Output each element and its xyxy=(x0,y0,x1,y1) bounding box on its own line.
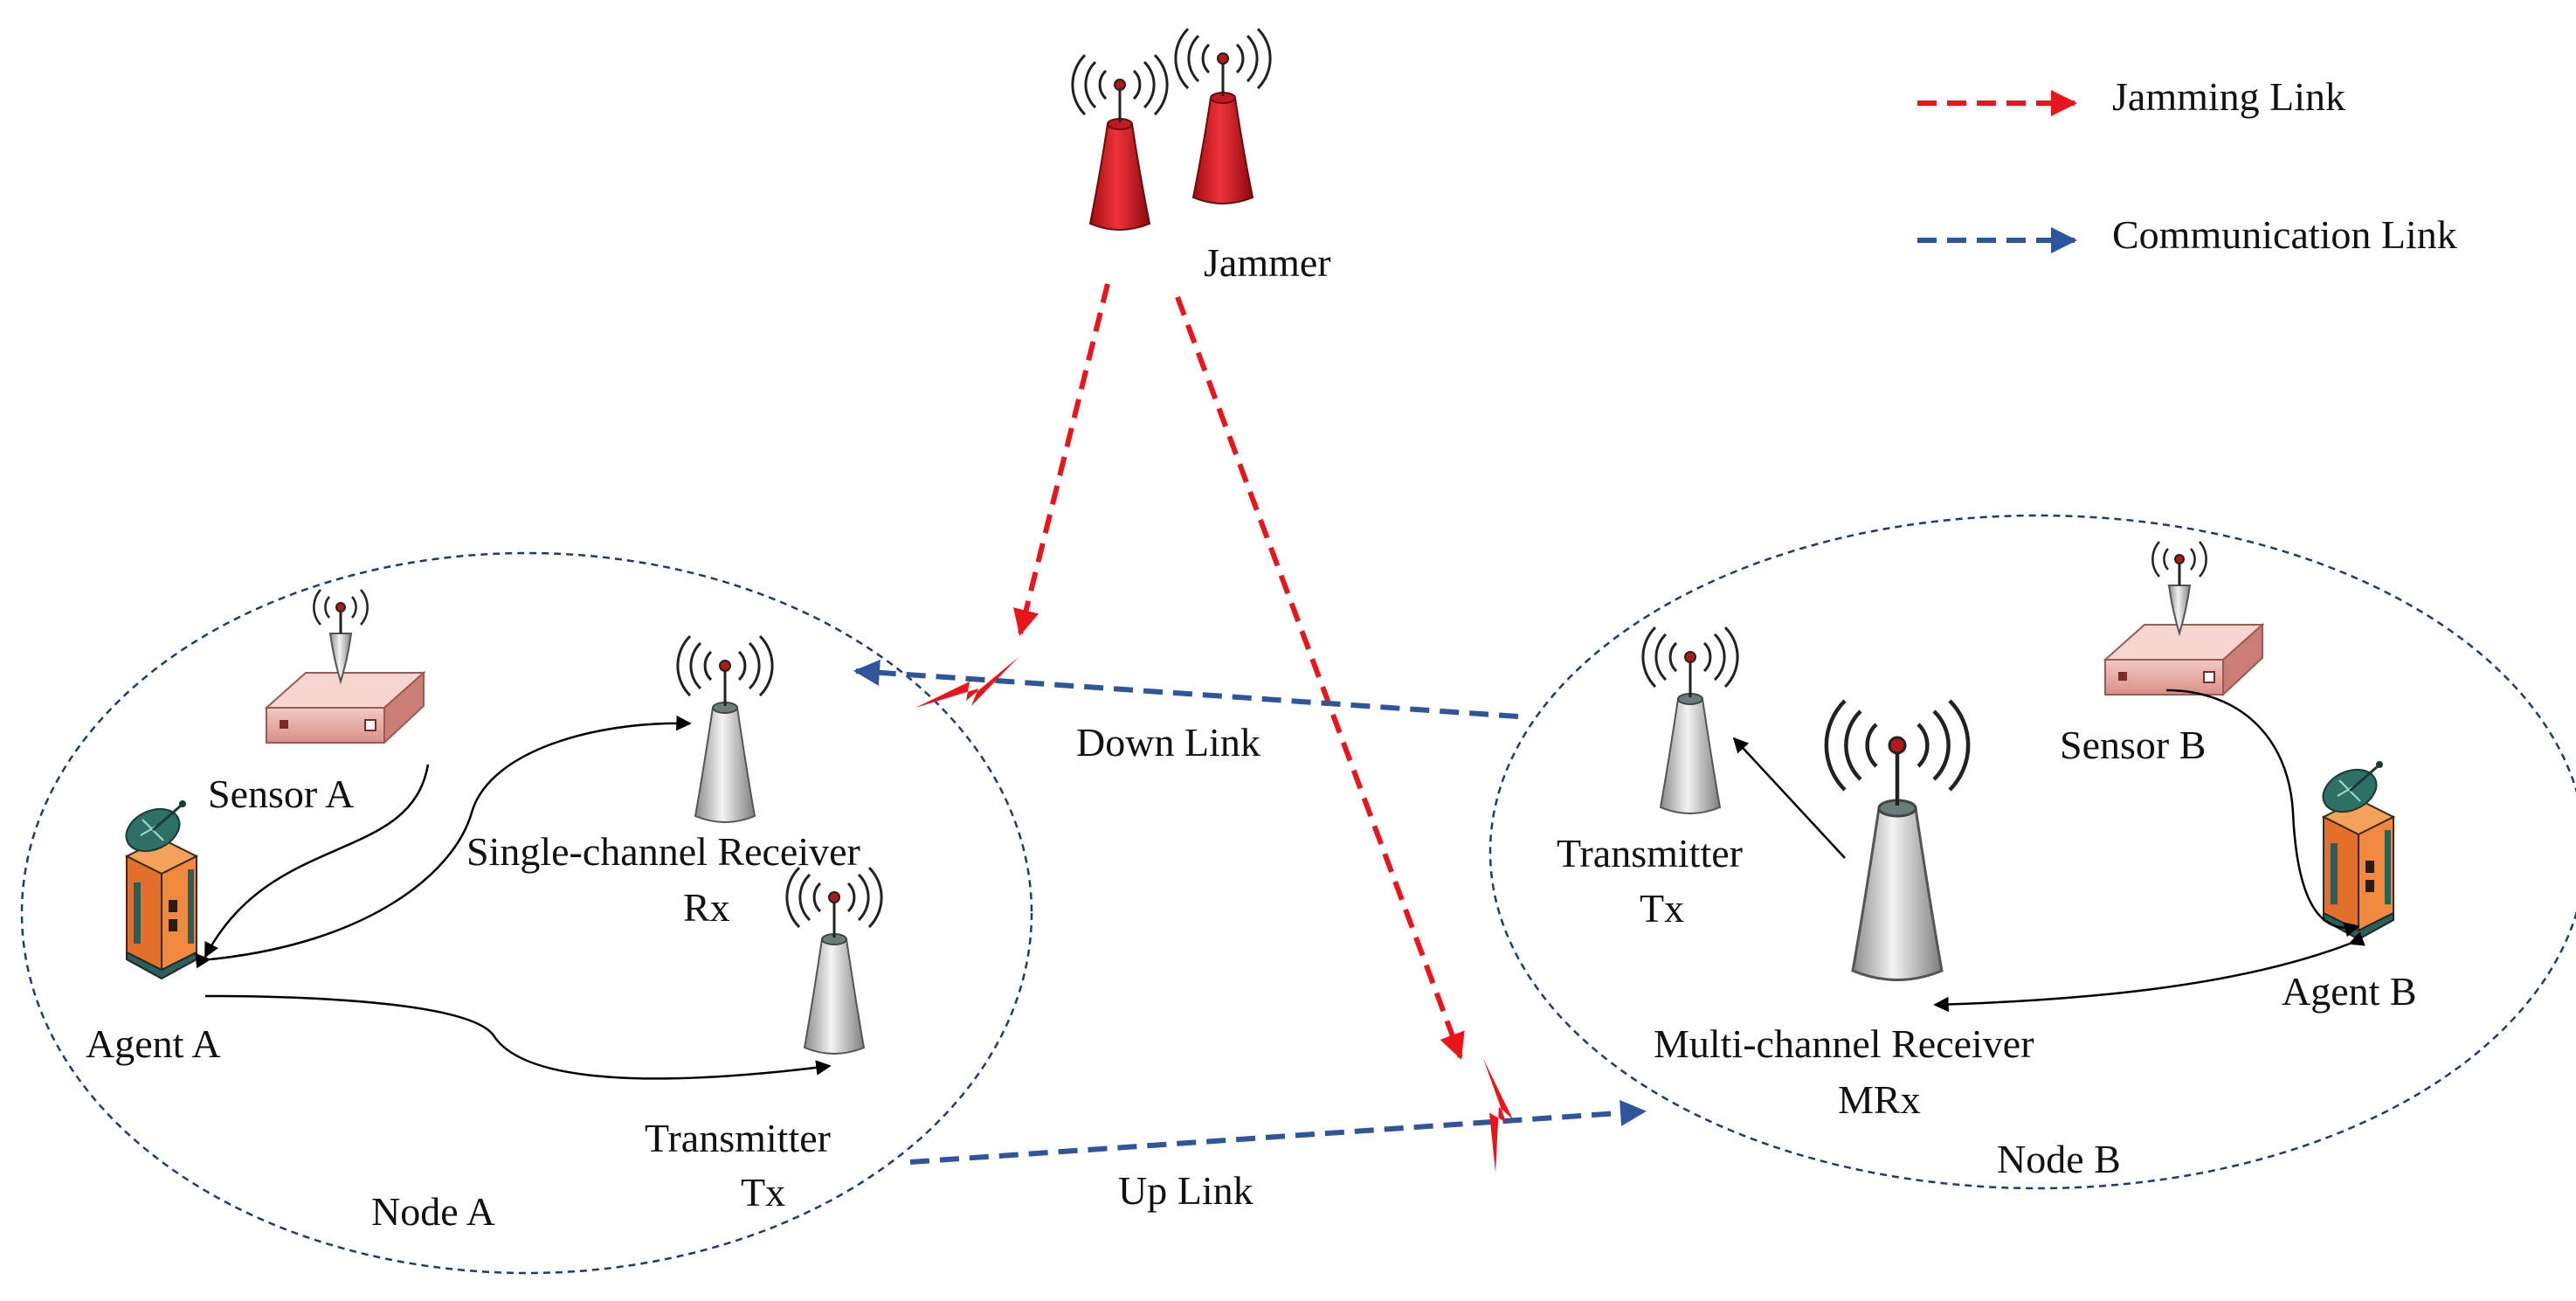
receiver-a-label-line2: Rx xyxy=(683,885,730,930)
agent-a-icon xyxy=(118,799,198,980)
jammer-label: Jammer xyxy=(1204,240,1331,285)
node-b: Sensor B Agent B Transmitter Tx Multi-ch… xyxy=(1557,540,2417,1181)
jam-hit-uplink-icon xyxy=(1447,1058,1531,1173)
agent-b-to-receiver-b-arrow xyxy=(1933,931,2365,1013)
node-b-boundary xyxy=(1488,514,2576,1190)
up-link-line xyxy=(909,1099,1647,1165)
transmitter-a-antenna-icon xyxy=(785,866,883,1055)
node-b-title: Node B xyxy=(1997,1137,2121,1181)
node-a: Sensor A Agent A Single-channel Receiver… xyxy=(86,588,883,1234)
sensor-a-icon xyxy=(265,588,425,744)
sensor-b-icon xyxy=(2103,540,2264,696)
jammer-antenna-icon xyxy=(1071,53,1169,232)
sensor-b-label: Sensor B xyxy=(2060,723,2206,767)
receiver-b-to-transmitter-b-arrow xyxy=(1732,737,1846,859)
receiver-a-antenna-icon xyxy=(676,634,774,824)
jammer: Jammer xyxy=(1071,27,1331,285)
agent-b-icon xyxy=(2315,759,2395,941)
legend-jamming-label: Jamming Link xyxy=(2112,74,2345,119)
down-link-line xyxy=(853,659,1519,719)
transmitter-a-label-line2: Tx xyxy=(741,1170,785,1214)
transmitter-a-label-line1: Transmitter xyxy=(645,1116,831,1160)
jamming-link-downlink xyxy=(1012,283,1110,636)
transmitter-b-label-line2: Tx xyxy=(1640,886,1684,931)
jamming-link-uplink xyxy=(1175,295,1465,1060)
transmitter-b-antenna-icon xyxy=(1641,626,1739,815)
receiver-b-label-line2: MRx xyxy=(1838,1077,1921,1122)
up-link-label: Up Link xyxy=(1118,1168,1253,1213)
legend-communication-label: Communication Link xyxy=(2112,212,2457,257)
jammer-antenna-icon xyxy=(1174,27,1272,205)
down-link-label: Down Link xyxy=(1076,720,1260,765)
agent-b-label: Agent B xyxy=(2282,969,2417,1014)
multi-channel-receiver-icon xyxy=(1827,701,1968,980)
node-a-title: Node A xyxy=(371,1189,495,1234)
agent-a-label: Agent A xyxy=(86,1021,221,1066)
sensor-a-label: Sensor A xyxy=(208,772,354,816)
agent-a-to-receiver-a-arrow xyxy=(195,715,692,969)
receiver-a-label-line1: Single-channel Receiver xyxy=(466,829,860,874)
legend: Jamming Link Communication Link xyxy=(1917,74,2457,257)
transmitter-b-label-line1: Transmitter xyxy=(1557,831,1743,875)
sensor-b-to-agent-b-arrow xyxy=(2165,689,2360,938)
agent-a-to-transmitter-a-arrow xyxy=(204,994,832,1080)
receiver-b-label-line1: Multi-channel Receiver xyxy=(1654,1021,2034,1066)
node-a-boundary xyxy=(20,551,1033,1275)
